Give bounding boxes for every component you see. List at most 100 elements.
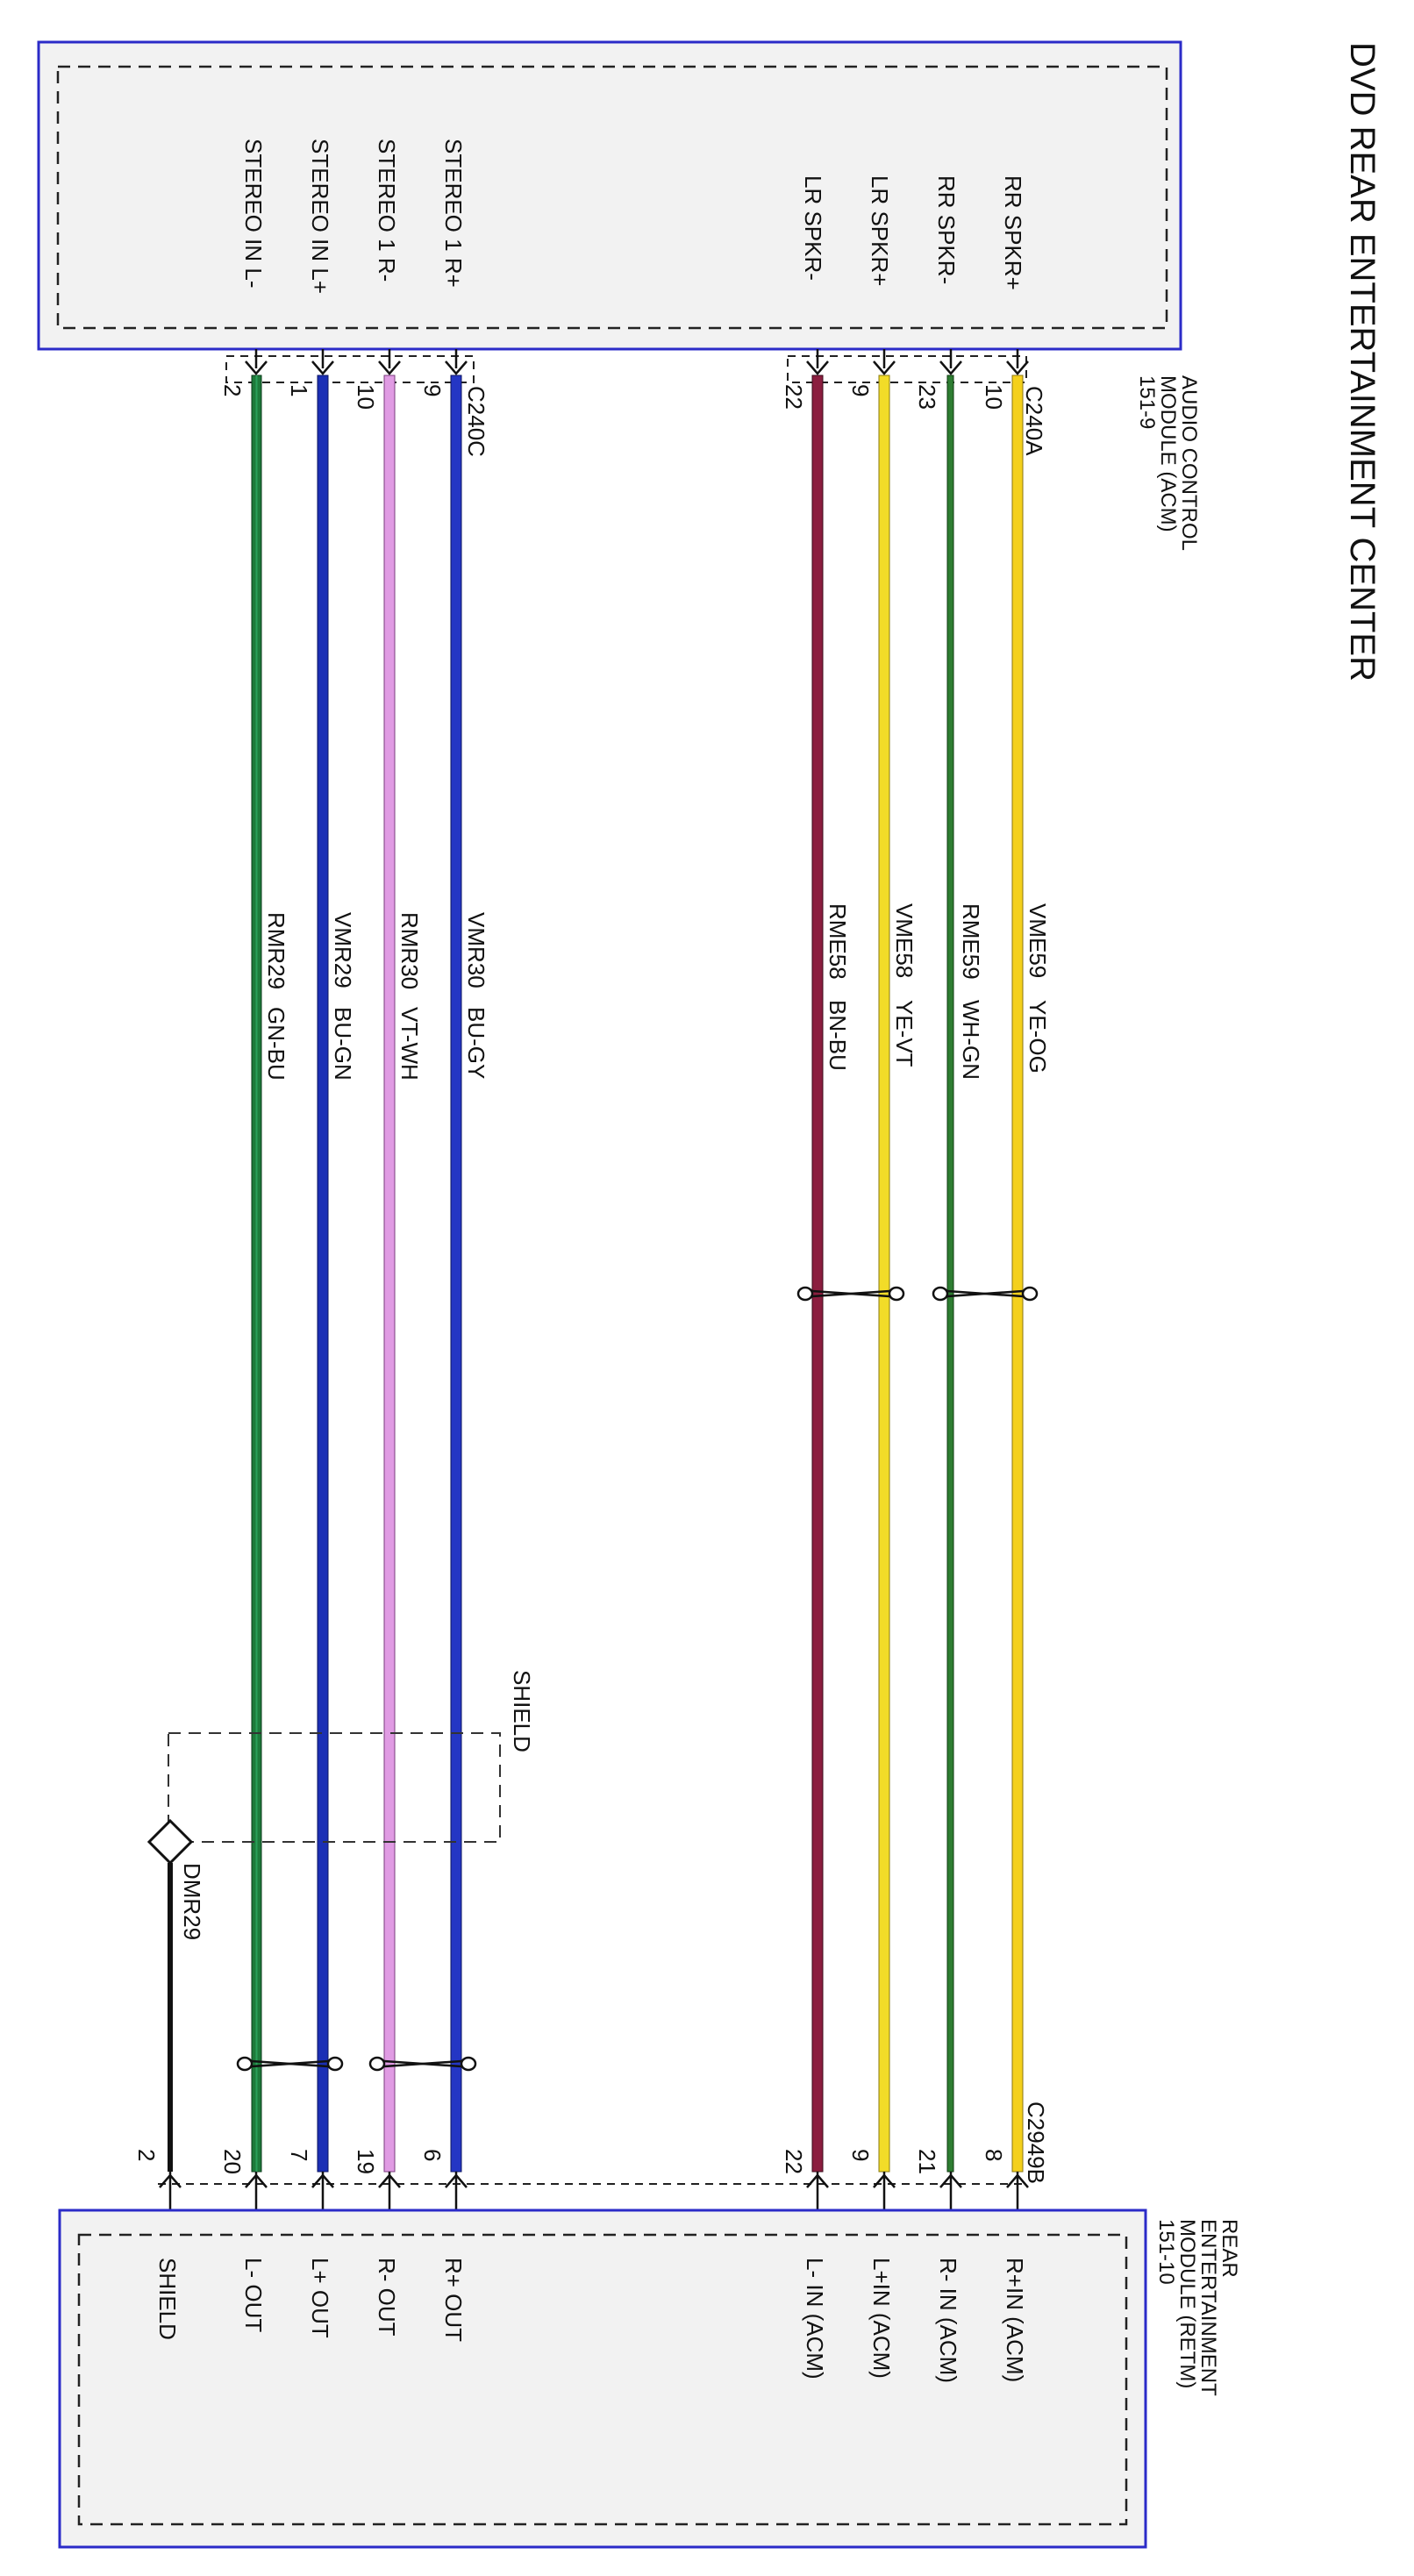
acm-pin-lr-spkr-plus: LR SPKR+ (867, 175, 893, 286)
retm-terminal (873, 2172, 896, 2210)
wire-color-label: BU-GN (330, 1007, 356, 1081)
retm-pin-number: 22 (781, 2149, 807, 2174)
acm-pin-rr-spkr-plus: RR SPKR+ (1000, 175, 1026, 290)
shield-drain-splice (146, 1818, 194, 1866)
retm-pin-numbers: 2 20 7 19 6 22 9 21 8 (133, 2149, 1007, 2174)
circuit-label: RME59 (958, 903, 984, 980)
wire-rmr30 (383, 375, 396, 2173)
acm-terminal (806, 349, 829, 375)
wire-color-label: VT-WH (396, 1007, 423, 1081)
retm-pin-number: 21 (914, 2149, 940, 2174)
acm-module (37, 40, 1182, 351)
twisted-pair-marker (236, 2056, 344, 2072)
drain-circuit-label: DMR29 (179, 1863, 205, 1940)
connector-c240c-label: C240C (463, 386, 489, 457)
retm-pin-r-plus-out: R+ OUT (440, 2258, 467, 2342)
retm-module-label: REAR ENTERTAINMENT MODULE (RETM) 151-10 (1154, 2219, 1241, 2396)
acm-terminals (245, 349, 1029, 375)
wire-vmr30 (450, 375, 462, 2173)
acm-module-label: AUDIO CONTROL MODULE (ACM) 151-9 (1135, 375, 1201, 551)
retm-name-line-1: REAR (1218, 2219, 1241, 2278)
retm-terminal (445, 2172, 468, 2210)
wire-vme58 (878, 375, 890, 2173)
acm-name-line-3: 151-9 (1135, 375, 1159, 429)
retm-pin-number: 19 (353, 2149, 379, 2174)
circuit-label: VME59 (1025, 903, 1051, 978)
retm-pin-labels: SHIELD L- OUT L+ OUT R- OUT R+ OUT L- IN… (154, 2258, 1028, 2383)
retm-pin-number: 9 (847, 2149, 874, 2161)
acm-terminal (1006, 349, 1029, 375)
retm-pin-number: 6 (419, 2149, 446, 2161)
acm-module-inner (56, 65, 1168, 330)
acm-pin-number: 10 (353, 384, 379, 410)
connector-c2949b-label: C2949B (1023, 2101, 1049, 2184)
wire-color-label: WH-GN (958, 1000, 984, 1080)
acm-pin-labels: STEREO IN L- STEREO IN L+ STEREO 1 R- ST… (240, 139, 1026, 294)
circuit-label: RMR30 (396, 912, 423, 989)
circuit-label: VMR30 (463, 912, 489, 988)
circuit-label: VMR29 (330, 912, 356, 988)
wire-vme59 (1011, 375, 1024, 2173)
retm-pin-number: 2 (133, 2149, 160, 2161)
acm-pin-number: 2 (219, 384, 246, 396)
connector-c240a-label: C240A (1021, 386, 1047, 456)
retm-terminal (1006, 2172, 1029, 2210)
twisted-pair-markers (236, 1286, 1039, 2072)
shield-boundary (168, 1732, 501, 1843)
retm-module-box (58, 2209, 1147, 2549)
wire-rme58 (811, 375, 824, 2173)
acm-pin-number: 1 (286, 384, 312, 396)
retm-terminal (806, 2172, 829, 2210)
acm-terminal (245, 349, 268, 375)
twisted-pair-marker (796, 1286, 905, 1302)
retm-pin-r-minus-out: R- OUT (374, 2258, 400, 2337)
acm-pin-number: 9 (847, 384, 874, 396)
retm-pin-shield: SHIELD (154, 2258, 181, 2340)
retm-pin-number: 8 (981, 2149, 1007, 2161)
shield-label: SHIELD (509, 1670, 535, 1752)
retm-pin-number: 20 (219, 2149, 246, 2174)
wire-vmr29 (317, 375, 329, 2173)
acm-pin-rr-spkr-minus: RR SPKR- (933, 175, 960, 284)
wire-color-label: YE-VT (891, 1000, 918, 1067)
diagram-title: DVD REAR ENTERTAINMENT CENTER (1343, 42, 1382, 681)
acm-module-box (37, 40, 1182, 351)
acm-terminal (873, 349, 896, 375)
retm-pin-l-plus-in: L+IN (ACM) (868, 2258, 895, 2379)
acm-terminal (378, 349, 401, 375)
retm-name-line-2: ENTERTAINMENT (1196, 2219, 1220, 2396)
acm-pin-number: 22 (781, 384, 807, 410)
acm-pin-numbers: 2 1 10 9 22 9 23 10 (219, 384, 1007, 410)
acm-terminal (939, 349, 962, 375)
acm-pin-number: 23 (914, 384, 940, 410)
wire-color-label: BN-BU (825, 1000, 851, 1071)
acm-pin-stereo-in-l-plus: STEREO IN L+ (307, 139, 333, 294)
acm-pin-number: 10 (981, 384, 1007, 410)
acm-pin-lr-spkr-minus: LR SPKR- (800, 175, 826, 281)
retm-pin-r-minus-in: R- IN (ACM) (935, 2258, 961, 2383)
retm-name-line-4: 151-10 (1154, 2219, 1178, 2285)
twisted-pair-marker (368, 2056, 477, 2072)
circuit-label: VME58 (891, 903, 918, 978)
connector-c240c-box (225, 355, 475, 383)
retm-terminal (311, 2172, 334, 2210)
acm-name-line-1: AUDIO CONTROL (1177, 375, 1201, 551)
retm-pin-l-minus-in: L- IN (ACM) (802, 2258, 828, 2380)
wire-rme59 (946, 375, 954, 2173)
retm-pin-r-plus-in: R+IN (ACM) (1002, 2258, 1028, 2382)
wire-color-label: YE-OG (1025, 1000, 1051, 1074)
circuit-label: RME58 (825, 903, 851, 980)
retm-pin-number: 7 (286, 2149, 312, 2161)
retm-module (58, 2209, 1147, 2549)
retm-pin-l-minus-out: L- OUT (240, 2258, 267, 2332)
acm-pin-stereo-1-r-minus: STEREO 1 R- (374, 139, 400, 282)
acm-name-line-2: MODULE (ACM) (1156, 375, 1180, 532)
connector-c240a-box (787, 355, 1027, 383)
wires (251, 375, 1024, 2173)
retm-terminal (159, 2172, 182, 2210)
twisted-pair-marker (932, 1286, 1039, 1302)
acm-pin-stereo-1-r-plus: STEREO 1 R+ (440, 139, 467, 288)
retm-pin-l-plus-out: L+ OUT (307, 2258, 333, 2338)
retm-terminal (245, 2172, 268, 2210)
